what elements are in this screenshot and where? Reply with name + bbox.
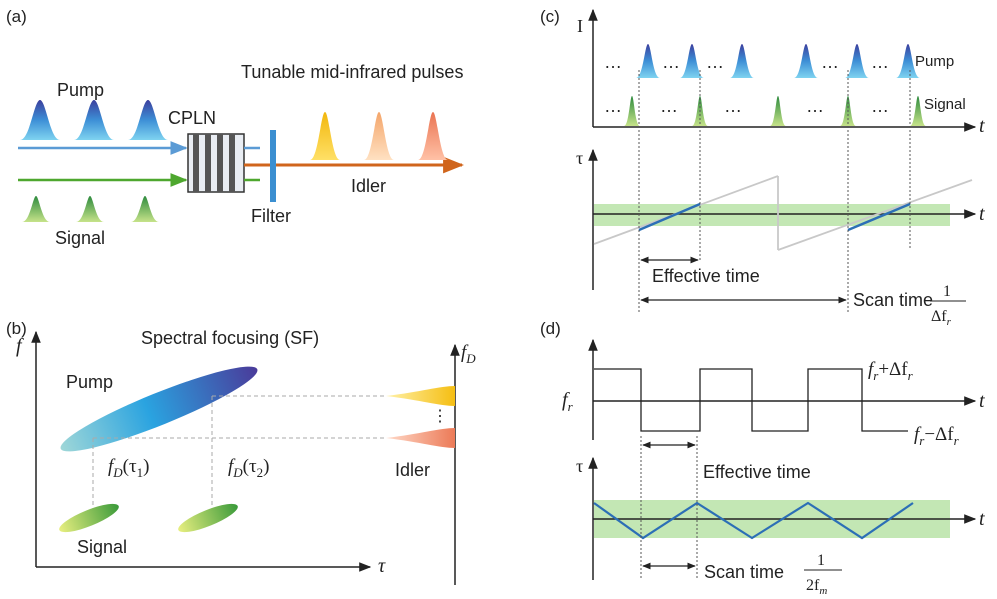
panel-a: (a) Pump CPLN Tunable mid-infrared pulse… — [6, 7, 465, 248]
d-fr-plus-label: fr+Δfr — [868, 359, 914, 383]
c-effective-segment-2 — [847, 202, 911, 232]
panel-b-label: (b) — [6, 319, 27, 338]
cpln-stripes — [193, 134, 235, 192]
c-bottom-t-label: t — [979, 203, 985, 225]
idler-pulse-2 — [364, 112, 394, 160]
c-top-t-label: t — [979, 115, 985, 137]
c-tau-label: τ — [576, 148, 583, 168]
idler-pulse-1 — [310, 112, 340, 160]
c-pump-label: Pump — [915, 53, 954, 70]
filter — [270, 130, 276, 202]
d-tau-label: τ — [576, 456, 583, 476]
fd-tau1-label: fD(τ1) — [108, 456, 149, 480]
idler-pulse-3 — [418, 112, 448, 160]
svg-text:…: … — [604, 96, 622, 116]
panel-d: (d) t fr fr+Δfr fr−Δfr τ t Effective tim… — [540, 319, 985, 597]
svg-text:…: … — [871, 96, 889, 116]
c-effective-segment-1 — [638, 202, 701, 232]
svg-text:…: … — [660, 96, 678, 116]
d-delay-triangle-wave — [593, 501, 914, 540]
signal-label: Signal — [55, 228, 105, 248]
c-scan-time: Scan time — [853, 290, 933, 310]
pump-chirp-ellipse — [60, 366, 258, 452]
panel-c: (c) I t … … … … … … … … … … Pump Signal — [540, 7, 985, 328]
b-pump-label: Pump — [66, 372, 113, 392]
signal-ellipse-2 — [178, 503, 238, 533]
svg-text:2fm: 2fm — [806, 577, 827, 597]
sf-title: Spectral focusing (SF) — [141, 328, 319, 348]
c-ellipses: … … … … … … … … … … — [604, 52, 889, 116]
c-effective-time: Effective time — [652, 266, 760, 286]
panel-d-label: (d) — [540, 319, 561, 338]
panel-a-label: (a) — [6, 7, 27, 26]
svg-text:…: … — [871, 52, 889, 72]
fd-axis-label: fD — [461, 342, 476, 366]
signal-ellipse-1 — [59, 503, 119, 533]
d-rep-rate-square-wave — [594, 368, 908, 432]
c-pump-pulses — [636, 44, 920, 78]
d-top-t-label: t — [979, 390, 985, 412]
d-fr-minus-label: fr−Δfr — [914, 424, 960, 448]
svg-text:1: 1 — [817, 552, 825, 569]
crystal-label: CPLN — [168, 108, 216, 128]
d-fr-label: fr — [562, 389, 574, 414]
c-intensity-label: I — [577, 16, 583, 36]
mid-ir-title: Tunable mid-infrared pulses — [241, 62, 463, 82]
svg-text:…: … — [806, 96, 824, 116]
filter-label: Filter — [251, 206, 291, 226]
idler-spectrum-yellow — [386, 386, 455, 406]
d-bottom-t-label: t — [979, 508, 985, 530]
b-signal-label: Signal — [77, 537, 127, 557]
b-x-axis-label: τ — [378, 555, 386, 577]
svg-text:Δfr: Δfr — [931, 308, 952, 328]
b-y-axis-label: f — [16, 335, 24, 357]
c-scan-fraction: 1 Δfr — [930, 283, 966, 328]
pump-label: Pump — [57, 80, 104, 100]
d-scan-fraction: 1 2fm — [804, 552, 842, 597]
svg-text:…: … — [821, 52, 839, 72]
c-signal-label: Signal — [924, 96, 966, 113]
idler-label: Idler — [351, 176, 386, 196]
idler-spectrum-salmon — [386, 428, 455, 448]
fd-tau2-label: fD(τ2) — [228, 456, 269, 480]
d-effective-time: Effective time — [703, 462, 811, 482]
signal-pulse-2 — [76, 196, 104, 222]
c-guides — [638, 70, 911, 312]
signal-pulse-1 — [22, 196, 50, 222]
svg-text:…: … — [724, 96, 742, 116]
b-idler-label: Idler — [395, 460, 430, 480]
svg-text:…: … — [604, 52, 622, 72]
b-guides — [92, 395, 386, 510]
pump-pulse-3 — [128, 100, 168, 140]
panel-c-label: (c) — [540, 7, 560, 26]
d-scan-time: Scan time — [704, 562, 784, 582]
signal-pulse-3 — [131, 196, 159, 222]
svg-text:1: 1 — [943, 283, 951, 300]
panel-b: (b) Spectral focusing (SF) f τ Pump fD(τ… — [6, 319, 476, 585]
pump-pulse-1 — [20, 100, 60, 140]
pump-pulse-2 — [74, 100, 114, 140]
svg-text:…: … — [662, 52, 680, 72]
svg-text:…: … — [706, 52, 724, 72]
fd-ellipsis: ⋮ — [432, 408, 448, 425]
